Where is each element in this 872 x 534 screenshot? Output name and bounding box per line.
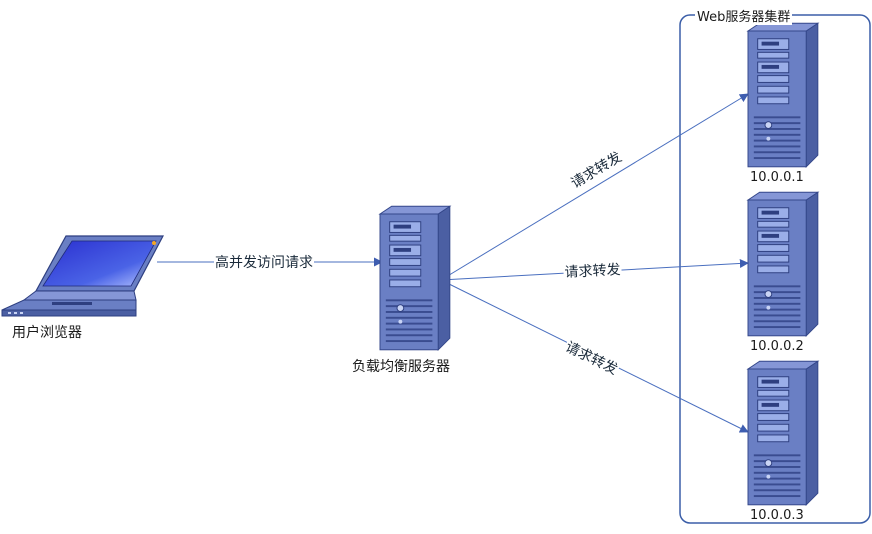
web-server-1-label: 10.0.0.1 <box>750 170 804 185</box>
cluster-title: Web服务器集群 <box>695 6 793 25</box>
load-balancer-server-icon <box>379 205 451 351</box>
web-server-2-icon <box>747 191 819 337</box>
web-server-2-label: 10.0.0.2 <box>750 339 804 354</box>
edge-lb-to-web2-label: 请求转发 <box>563 258 622 282</box>
edge-client-to-lb-label: 高并发访问请求 <box>214 252 314 272</box>
load-balancer-label: 负载均衡服务器 <box>352 359 450 375</box>
edge-lb-to-web1 <box>440 93 749 281</box>
laptop-icon <box>1 235 164 317</box>
client-label: 用户浏览器 <box>12 325 82 341</box>
web-server-3-icon <box>747 360 819 506</box>
web-server-3-label: 10.0.0.3 <box>750 508 804 523</box>
web-server-1-icon <box>747 22 819 168</box>
